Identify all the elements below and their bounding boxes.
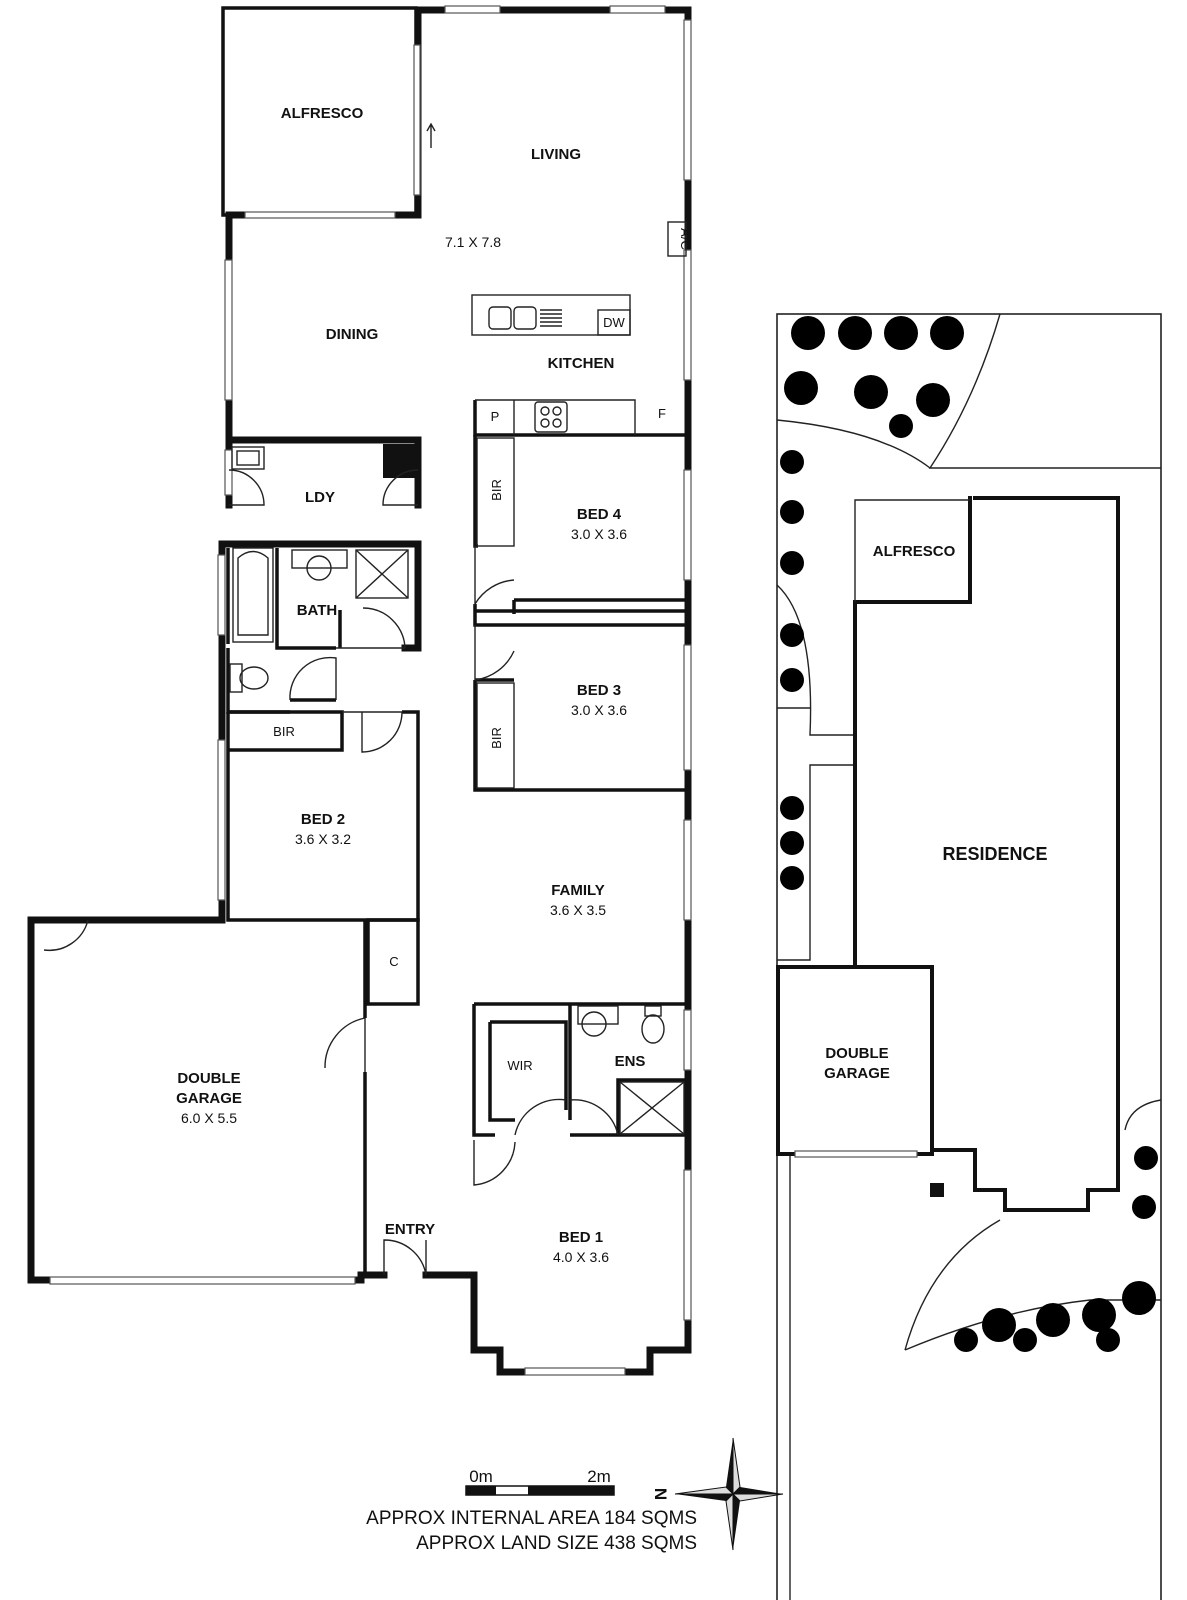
tree-icon bbox=[780, 551, 804, 575]
tree-icon bbox=[982, 1308, 1016, 1342]
bed3-dimensions: 3.0 X 3.6 bbox=[571, 702, 627, 718]
garage-label-line2: GARAGE bbox=[176, 1090, 242, 1107]
exterior-walls-bath bbox=[218, 540, 422, 652]
ac-label: A/C bbox=[678, 228, 693, 250]
tree-icon bbox=[916, 383, 950, 417]
compass-north-label: N bbox=[651, 1488, 670, 1500]
entry-label: ENTRY bbox=[385, 1221, 435, 1238]
land-size-text: APPROX LAND SIZE 438 SQMS bbox=[416, 1533, 697, 1554]
tree-icon bbox=[954, 1328, 978, 1352]
dining-label: DINING bbox=[326, 326, 379, 343]
tree-icon bbox=[780, 623, 804, 647]
interior-walls bbox=[226, 221, 687, 1275]
tree-icon bbox=[780, 500, 804, 524]
fridge-label: F bbox=[658, 406, 666, 421]
bed4-label: BED 4 bbox=[577, 506, 622, 523]
tree-icon bbox=[780, 668, 804, 692]
kitchen-label: KITCHEN bbox=[548, 355, 615, 372]
tree-icon bbox=[784, 371, 818, 405]
house-plan: ALFRESCO LIVING 7.1 X 7.8 DINING KITCHEN… bbox=[27, 5, 693, 1376]
living-dimensions: 7.1 X 7.8 bbox=[445, 234, 501, 250]
internal-area-text: APPROX INTERNAL AREA 184 SQMS bbox=[366, 1508, 697, 1529]
tree-icon bbox=[930, 316, 964, 350]
tree-icon bbox=[1096, 1328, 1120, 1352]
alfresco-label: ALFRESCO bbox=[281, 105, 364, 122]
slider-arrow-icon bbox=[426, 122, 436, 148]
family-label: FAMILY bbox=[551, 882, 605, 899]
bed2-dimensions: 3.6 X 3.2 bbox=[295, 831, 351, 847]
residence-label: RESIDENCE bbox=[942, 844, 1047, 864]
living-label: LIVING bbox=[531, 146, 581, 163]
legend: 0m 2m N APPROX INTERNAL AREA 184 SQMS AP… bbox=[366, 1437, 784, 1554]
wir-label: WIR bbox=[507, 1058, 532, 1073]
tree-icon bbox=[791, 316, 825, 350]
laundry-trough bbox=[383, 444, 415, 478]
tree-icon bbox=[1082, 1298, 1116, 1332]
tree-icon bbox=[1013, 1328, 1037, 1352]
bed1-label: BED 1 bbox=[559, 1229, 603, 1246]
tree-icon bbox=[854, 375, 888, 409]
bed3-label: BED 3 bbox=[577, 682, 621, 699]
site-garage-label-line1: DOUBLE bbox=[825, 1045, 888, 1062]
compass-icon bbox=[674, 1437, 784, 1551]
tree-icon bbox=[780, 796, 804, 820]
laundry-label: LDY bbox=[305, 489, 335, 506]
tree-icon bbox=[1122, 1281, 1156, 1315]
trees bbox=[780, 316, 1158, 1352]
ensuite-label: ENS bbox=[615, 1053, 646, 1070]
dishwasher-label: DW bbox=[603, 315, 625, 330]
scale-start-label: 0m bbox=[469, 1467, 493, 1486]
tree-icon bbox=[838, 316, 872, 350]
site-alfresco-label: ALFRESCO bbox=[873, 543, 956, 560]
bath-label: BATH bbox=[297, 602, 338, 619]
tree-icon bbox=[780, 831, 804, 855]
bed1-dimensions: 4.0 X 3.6 bbox=[553, 1249, 609, 1265]
tree-icon bbox=[780, 866, 804, 890]
tree-icon bbox=[1132, 1195, 1156, 1219]
tree-icon bbox=[1134, 1146, 1158, 1170]
bed4-bir-label: BIR bbox=[489, 479, 504, 501]
bed2-label: BED 2 bbox=[301, 811, 345, 828]
door-swings bbox=[43, 469, 619, 1276]
residence-outline bbox=[853, 496, 1120, 1212]
tree-icon bbox=[884, 316, 918, 350]
tree-icon bbox=[1036, 1303, 1070, 1337]
site-garage-label-line2: GARAGE bbox=[824, 1065, 890, 1082]
bed2-bir-label: BIR bbox=[273, 724, 295, 739]
cupboard-label: C bbox=[389, 954, 398, 969]
scale-end-label: 2m bbox=[587, 1467, 611, 1486]
garage-label-line1: DOUBLE bbox=[177, 1070, 240, 1087]
site-plan: ALFRESCO RESIDENCE DOUBLE GARAGE bbox=[776, 313, 1162, 1600]
pantry-label: P bbox=[491, 409, 500, 424]
bed4-dimensions: 3.0 X 3.6 bbox=[571, 526, 627, 542]
garage-dimensions: 6.0 X 5.5 bbox=[181, 1110, 237, 1126]
family-dimensions: 3.6 X 3.5 bbox=[550, 902, 606, 918]
bed3-bir-label: BIR bbox=[489, 727, 504, 749]
tree-icon bbox=[889, 414, 913, 438]
windows bbox=[49, 5, 692, 1376]
tree-icon bbox=[780, 450, 804, 474]
